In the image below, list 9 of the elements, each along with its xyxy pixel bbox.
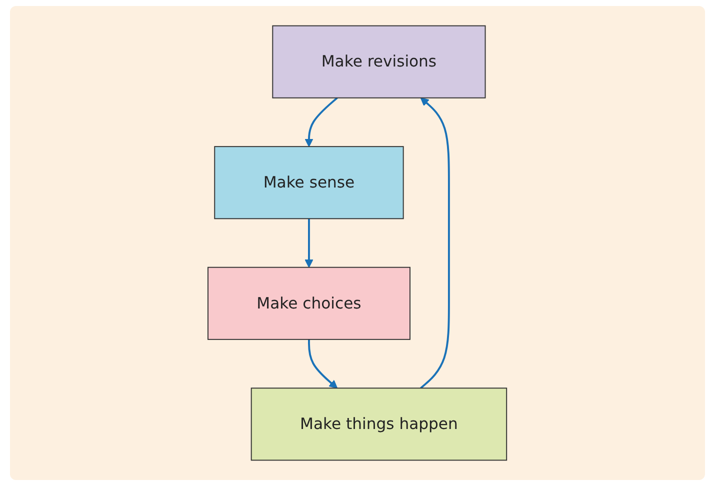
arrow <box>304 218 314 268</box>
arrow <box>420 97 450 389</box>
node-box <box>272 25 486 98</box>
arrow <box>304 97 338 147</box>
node-box <box>208 266 411 340</box>
arrow <box>308 339 338 389</box>
node-box <box>214 146 404 220</box>
node-box <box>251 388 508 461</box>
card-background: Make revisions Make sense Make choices Make things happen <box>10 6 705 480</box>
